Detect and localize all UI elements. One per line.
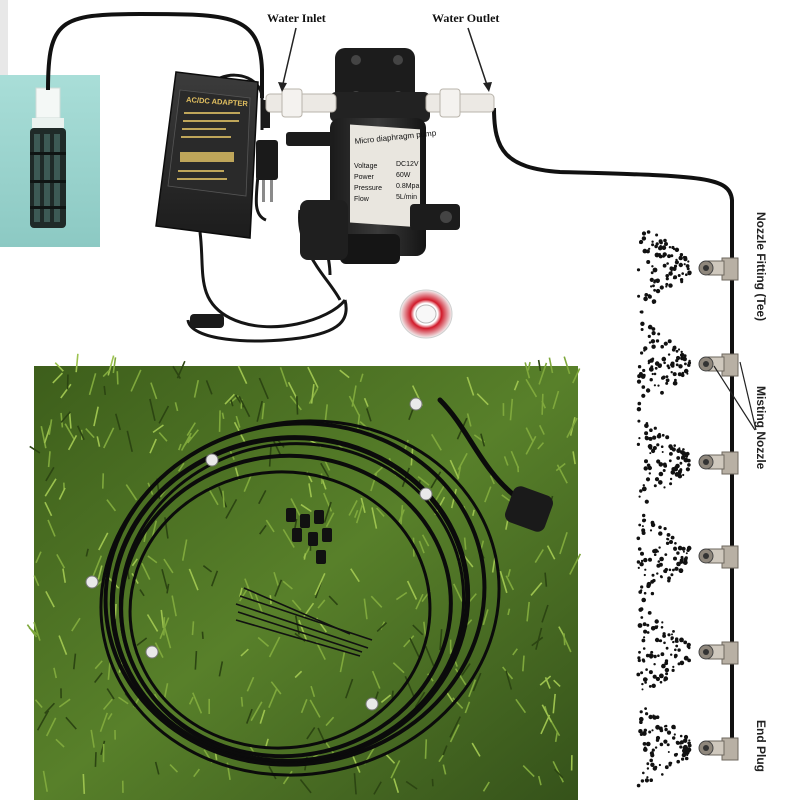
nozzle-fitting-tee xyxy=(698,353,739,377)
pump-spec-name: Flow xyxy=(354,196,370,203)
pump-spec-name: Pressure xyxy=(354,185,382,192)
nozzle-fitting-tee xyxy=(698,545,739,569)
mist-spray xyxy=(636,513,692,603)
outlet-hose xyxy=(492,107,734,760)
misting-nozzle-pointers xyxy=(713,361,757,431)
nozzle-fitting-label: Nozzle Fitting (Tee) xyxy=(754,212,768,321)
nozzle-fitting-tee xyxy=(698,451,739,475)
end-plug-assembly xyxy=(698,737,739,761)
pump-spec-value: 60W xyxy=(396,172,411,179)
power-adapter: AC/DC ADAPTER xyxy=(155,71,348,343)
mist-spray xyxy=(636,230,692,314)
mist-spray xyxy=(636,607,691,691)
pump-spec-name: Power xyxy=(354,174,375,181)
teflon-tape xyxy=(399,289,453,339)
misting-nozzle-label: Misting Nozzle xyxy=(754,386,768,470)
nozzle-fitting-tee xyxy=(698,257,739,281)
label-arrows xyxy=(278,27,492,92)
mist-spray xyxy=(636,321,692,412)
adapter-title: AC/DC ADAPTER xyxy=(186,95,249,108)
inlet-hose xyxy=(46,11,264,98)
pump-spec-value: 5L/min xyxy=(396,194,417,201)
mist-spray xyxy=(636,707,692,788)
misting-line-diagram xyxy=(636,230,739,788)
pump-spec-value: 0.8Mpa xyxy=(396,183,419,190)
pump-spec-name: Voltage xyxy=(354,163,377,170)
pump-spec-value: DC12V xyxy=(396,161,419,168)
nozzle-fitting-tee xyxy=(698,641,739,665)
mist-spray xyxy=(636,419,691,504)
inlet-filter-photo xyxy=(0,0,100,247)
water-inlet-label: Water Inlet xyxy=(267,11,326,25)
water-outlet-label: Water Outlet xyxy=(432,11,499,25)
end-plug-label: End Plug xyxy=(754,720,768,772)
kit-photo xyxy=(26,353,582,800)
